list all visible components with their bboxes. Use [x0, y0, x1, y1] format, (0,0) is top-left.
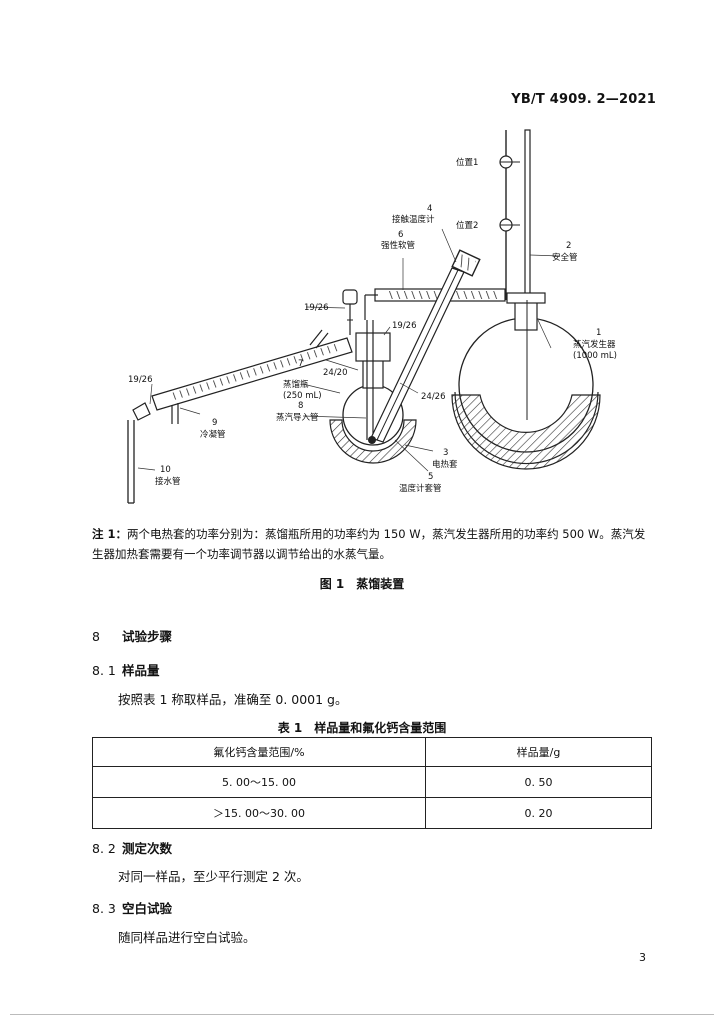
table-row: ＞15. 00～30. 00 0. 20: [92, 797, 652, 829]
section-title: 样品量: [122, 663, 160, 678]
clamp-position-2: [499, 218, 520, 232]
distillation-heating-mantle: [329, 419, 417, 464]
steam-inlet-tube: [366, 320, 374, 440]
joint-24-20: 24/20: [323, 368, 348, 378]
figure-caption: 图 1 蒸馏装置: [319, 577, 405, 591]
label-8: 蒸汽导入管: [276, 412, 319, 423]
stopper: [342, 289, 358, 335]
label-3-num: 3: [443, 448, 448, 458]
label-6: 强性软管: [381, 240, 415, 251]
section-8-3-heading: 8. 3 空白试验: [92, 898, 172, 917]
table-header: 氟化钙含量范围/%: [92, 737, 426, 767]
label-7a: 蒸馏瓶: [283, 379, 309, 390]
table-row: 5. 00～15. 00 0. 50: [92, 766, 652, 798]
section-8-1-heading: 8. 1 样品量: [92, 660, 160, 679]
label-4-num: 4: [427, 204, 432, 214]
label-1-num: 1: [596, 328, 601, 338]
note-label: 注 1：: [92, 527, 128, 541]
paragraph-8-1: 按照表 1 称取样品，准确至 0. 0001 g。: [118, 692, 348, 707]
label-position-1: 位置1: [456, 157, 478, 168]
label-3: 电热套: [432, 459, 458, 470]
label-10: 接水管: [155, 476, 181, 487]
section-title: 试验步骤: [122, 629, 173, 644]
paragraph-8-3: 随同样品进行空白试验。: [118, 930, 256, 945]
table-cell: 5. 00～15. 00: [92, 766, 426, 798]
page-bottom-rule: [10, 1014, 714, 1015]
joint-19-26-mid: 19/26: [392, 321, 417, 331]
label-7b: (250 mL): [283, 391, 322, 401]
receiver-tube: [127, 402, 151, 504]
standard-code: YB/T 4909. 2—2021: [511, 92, 656, 107]
label-7-num: 7: [298, 359, 303, 369]
label-9-num: 9: [212, 418, 217, 428]
section-title: 空白试验: [122, 901, 173, 916]
paragraph-8-2: 对同一样品，至少平行测定 2 次。: [118, 869, 309, 884]
table-cell: ＞15. 00～30. 00: [92, 797, 426, 829]
section-number: 8. 1: [92, 663, 116, 678]
page-number: 3: [639, 951, 646, 964]
section-number: 8. 2: [92, 841, 116, 856]
section-8-heading: 8 试验步骤: [92, 626, 172, 645]
table-header: 样品量/g: [425, 737, 652, 767]
steam-generator-heating-mantle: [451, 394, 601, 470]
sample-table: 氟化钙含量范围/% 样品量/g 5. 00～15. 00 0. 50 ＞15. …: [92, 737, 652, 829]
label-2-num: 2: [566, 241, 571, 251]
joint-19-26-left: 19/26: [128, 375, 153, 385]
label-10-num: 10: [160, 465, 171, 475]
label-1b: (1000 mL): [573, 351, 617, 361]
joint-24-26: 24/26: [421, 392, 446, 402]
section-8-2-heading: 8. 2 测定次数: [92, 838, 172, 857]
label-9: 冷凝管: [200, 429, 226, 440]
table-header-row: 氟化钙含量范围/% 样品量/g: [92, 737, 652, 767]
distillation-apparatus-figure: 位置1 位置2 4 接触温度计 6 强性软管 2 安全管 19/26 19/26…: [127, 129, 617, 504]
label-1a: 蒸汽发生器: [573, 339, 616, 350]
section-number: 8. 3: [92, 901, 116, 916]
label-position-2: 位置2: [456, 220, 478, 231]
label-5: 温度计套管: [399, 483, 442, 494]
label-4: 接触温度计: [392, 214, 435, 225]
label-5-num: 5: [428, 472, 433, 482]
label-2: 安全管: [552, 252, 578, 263]
clamp-position-1: [499, 155, 520, 169]
leader-lines: [137, 228, 561, 472]
label-8-num: 8: [298, 401, 303, 411]
table-cell: 0. 20: [425, 797, 652, 829]
note-text: 两个电热套的功率分别为：蒸馏瓶所用的功率约为 150 W，蒸汽发生器所用的功率约…: [92, 527, 646, 561]
joint-19-26-top: 19/26: [304, 303, 329, 313]
section-number: 8: [92, 629, 100, 644]
figure-note: 注 1：两个电热套的功率分别为：蒸馏瓶所用的功率约为 150 W，蒸汽发生器所用…: [92, 524, 652, 564]
contact-thermometer-head: [451, 249, 481, 277]
table-cell: 0. 50: [425, 766, 652, 798]
section-title: 测定次数: [122, 841, 173, 856]
condenser: [151, 329, 353, 424]
table-caption: 表 1 样品量和氟化钙含量范围: [277, 721, 447, 735]
label-6-num: 6: [398, 230, 403, 240]
